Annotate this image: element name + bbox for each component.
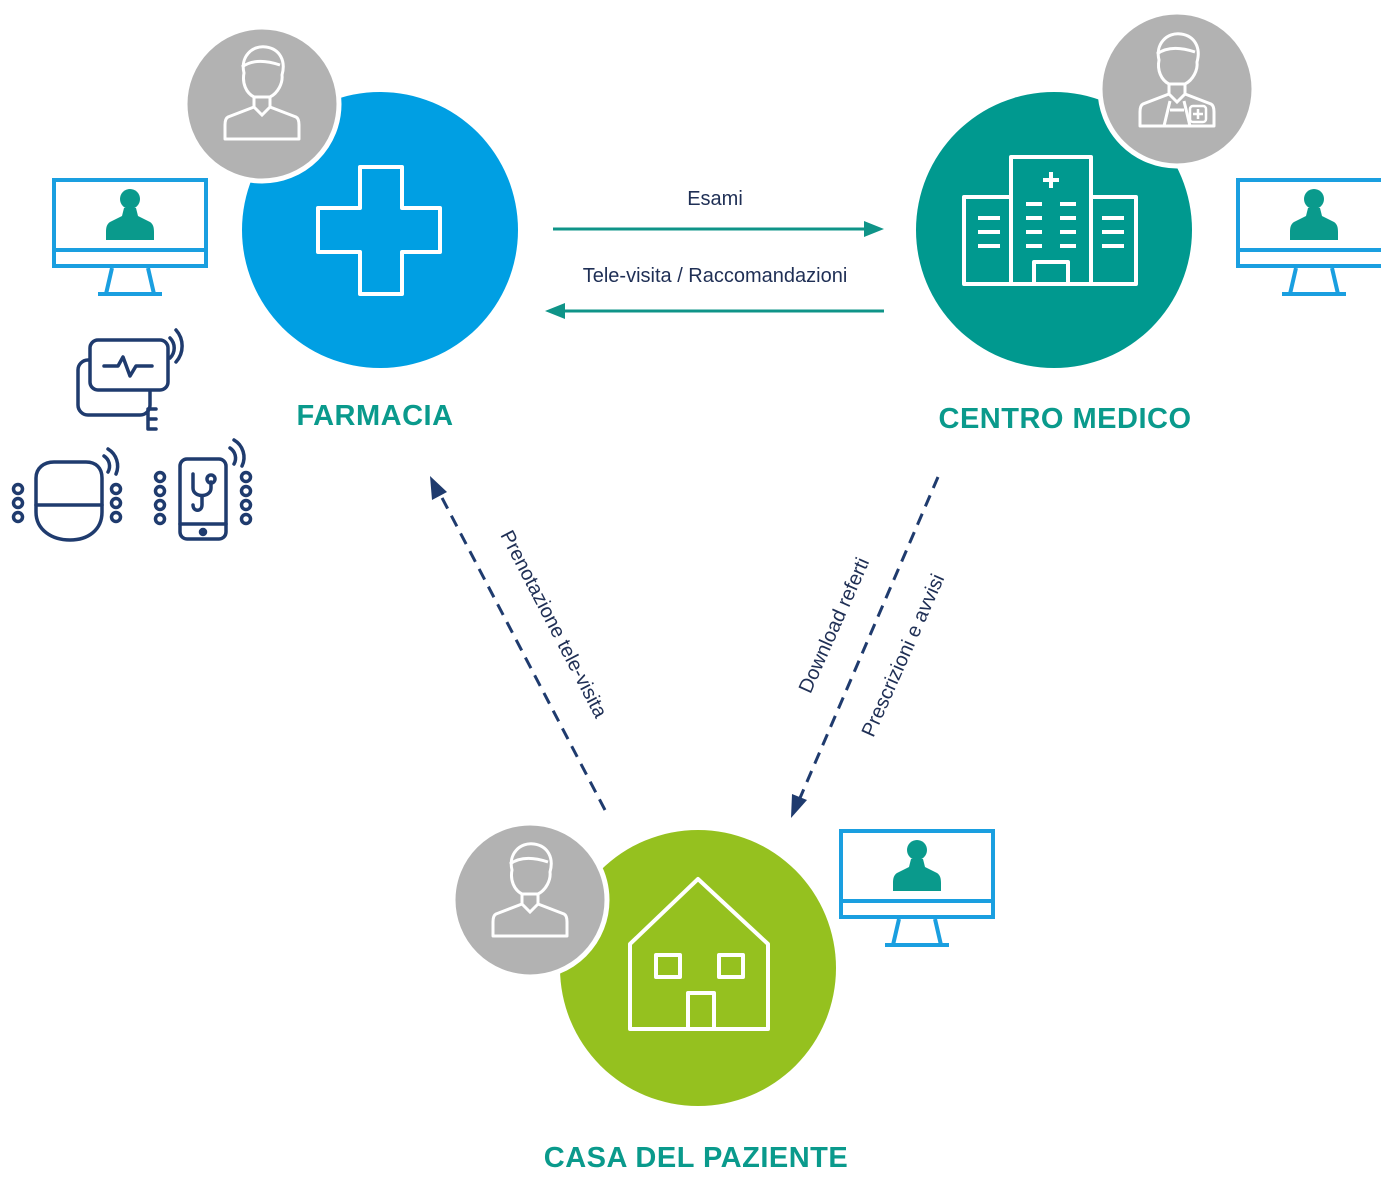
pharmacist-avatar xyxy=(182,24,342,184)
house-icon xyxy=(628,877,770,1031)
centro-medico-circle xyxy=(916,92,1192,368)
centro-medico-title: CENTRO MEDICO xyxy=(938,403,1192,435)
telemedicine-monitor-icon xyxy=(1236,178,1381,296)
farmacia-node xyxy=(182,24,518,368)
prescrizioni-label: Prescrizioni e avvisi xyxy=(858,571,950,740)
telemedicine-monitor-icon xyxy=(839,829,995,947)
pharmacy-cross-icon xyxy=(316,165,442,296)
download-arrow xyxy=(791,476,940,818)
casa-circle xyxy=(560,830,836,1106)
centro-medico-node xyxy=(916,9,1257,368)
patient-avatar xyxy=(450,820,610,980)
televisita-arrow xyxy=(545,303,884,319)
ecg-device-icon xyxy=(76,328,184,431)
prenotazione-label: Prenotazione tele-visita xyxy=(496,527,612,722)
doctor-avatar xyxy=(1097,9,1257,169)
download-label: Download referti xyxy=(795,555,874,697)
smart-scale-icon xyxy=(11,447,123,542)
hospital-building-icon xyxy=(962,155,1138,286)
farmacia-title: FARMACIA xyxy=(296,400,454,432)
telemedicine-monitor-icon xyxy=(52,178,208,296)
casa-paziente-title: CASA DEL PAZIENTE xyxy=(543,1142,849,1174)
televisita-label: Tele-visita / Raccomandazioni xyxy=(583,265,848,287)
esami-arrow xyxy=(553,221,884,237)
esami-label: Esami xyxy=(687,188,743,210)
prenotazione-arrow xyxy=(430,476,607,811)
casa-paziente-node xyxy=(450,820,836,1106)
smartphone-stethoscope-icon xyxy=(153,438,253,541)
